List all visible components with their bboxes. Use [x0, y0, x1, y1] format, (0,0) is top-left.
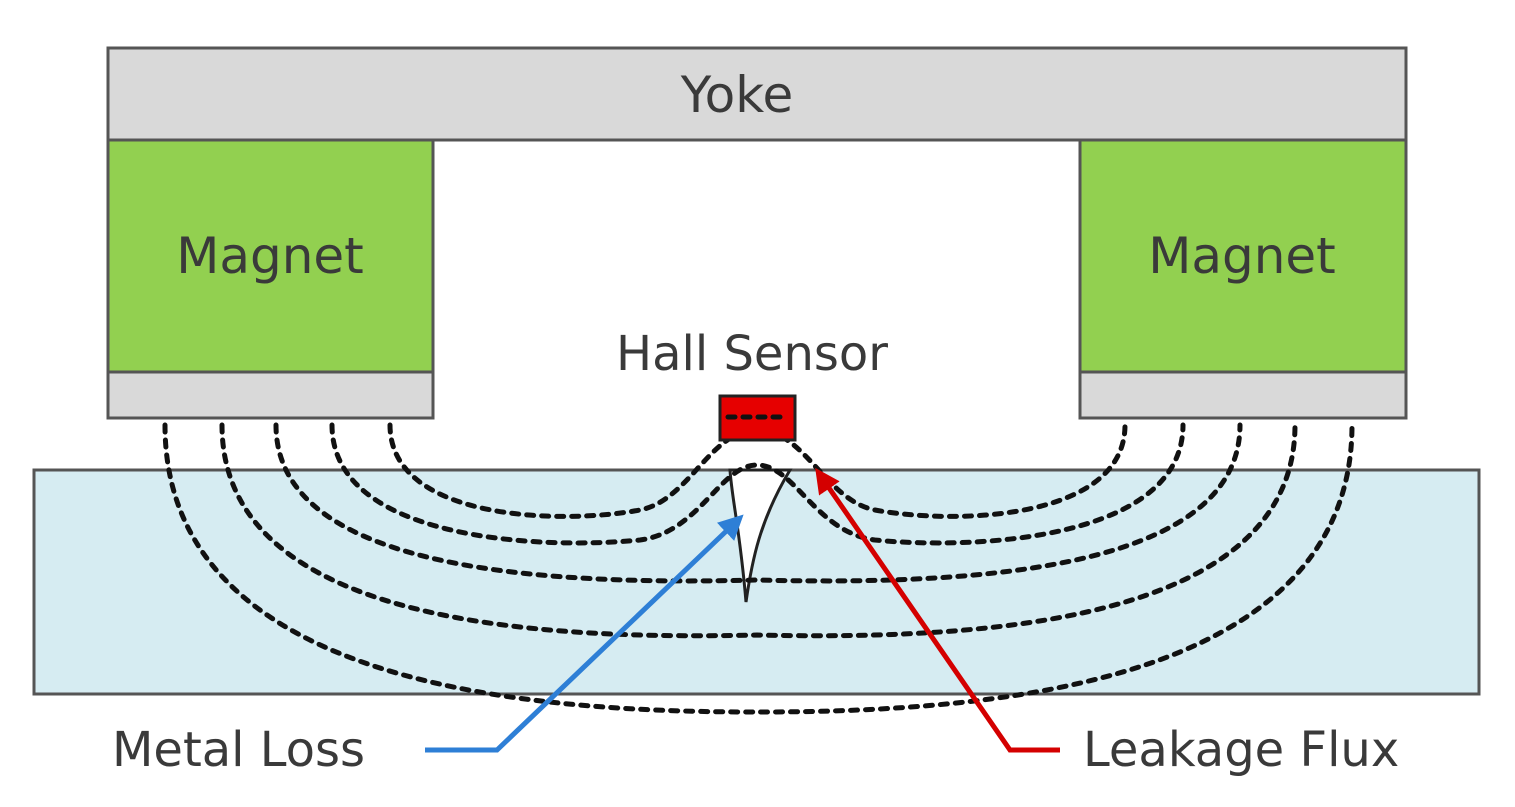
flux-line [219, 422, 1298, 639]
yoke [106, 46, 1408, 142]
hall-sensor-label: Hall Sensor [616, 326, 888, 382]
metal-loss-defect [728, 468, 793, 603]
magnet-right-label: Magnet [1148, 227, 1336, 285]
metal-loss-arrow [425, 514, 744, 753]
leakage-flux-arrow [815, 467, 1060, 753]
pole-piece-right [1078, 370, 1408, 420]
flux-line [162, 422, 1355, 715]
flux-line [329, 422, 1186, 546]
leakage-flux-label: Leakage Flux [1083, 722, 1399, 778]
yoke-label: Yoke [680, 66, 793, 124]
magnet-left-label: Magnet [176, 227, 364, 285]
pole-piece-left [106, 370, 435, 420]
flux-line [273, 422, 1243, 584]
magnet-left [106, 138, 435, 374]
metal-loss-label: Metal Loss [112, 722, 365, 778]
